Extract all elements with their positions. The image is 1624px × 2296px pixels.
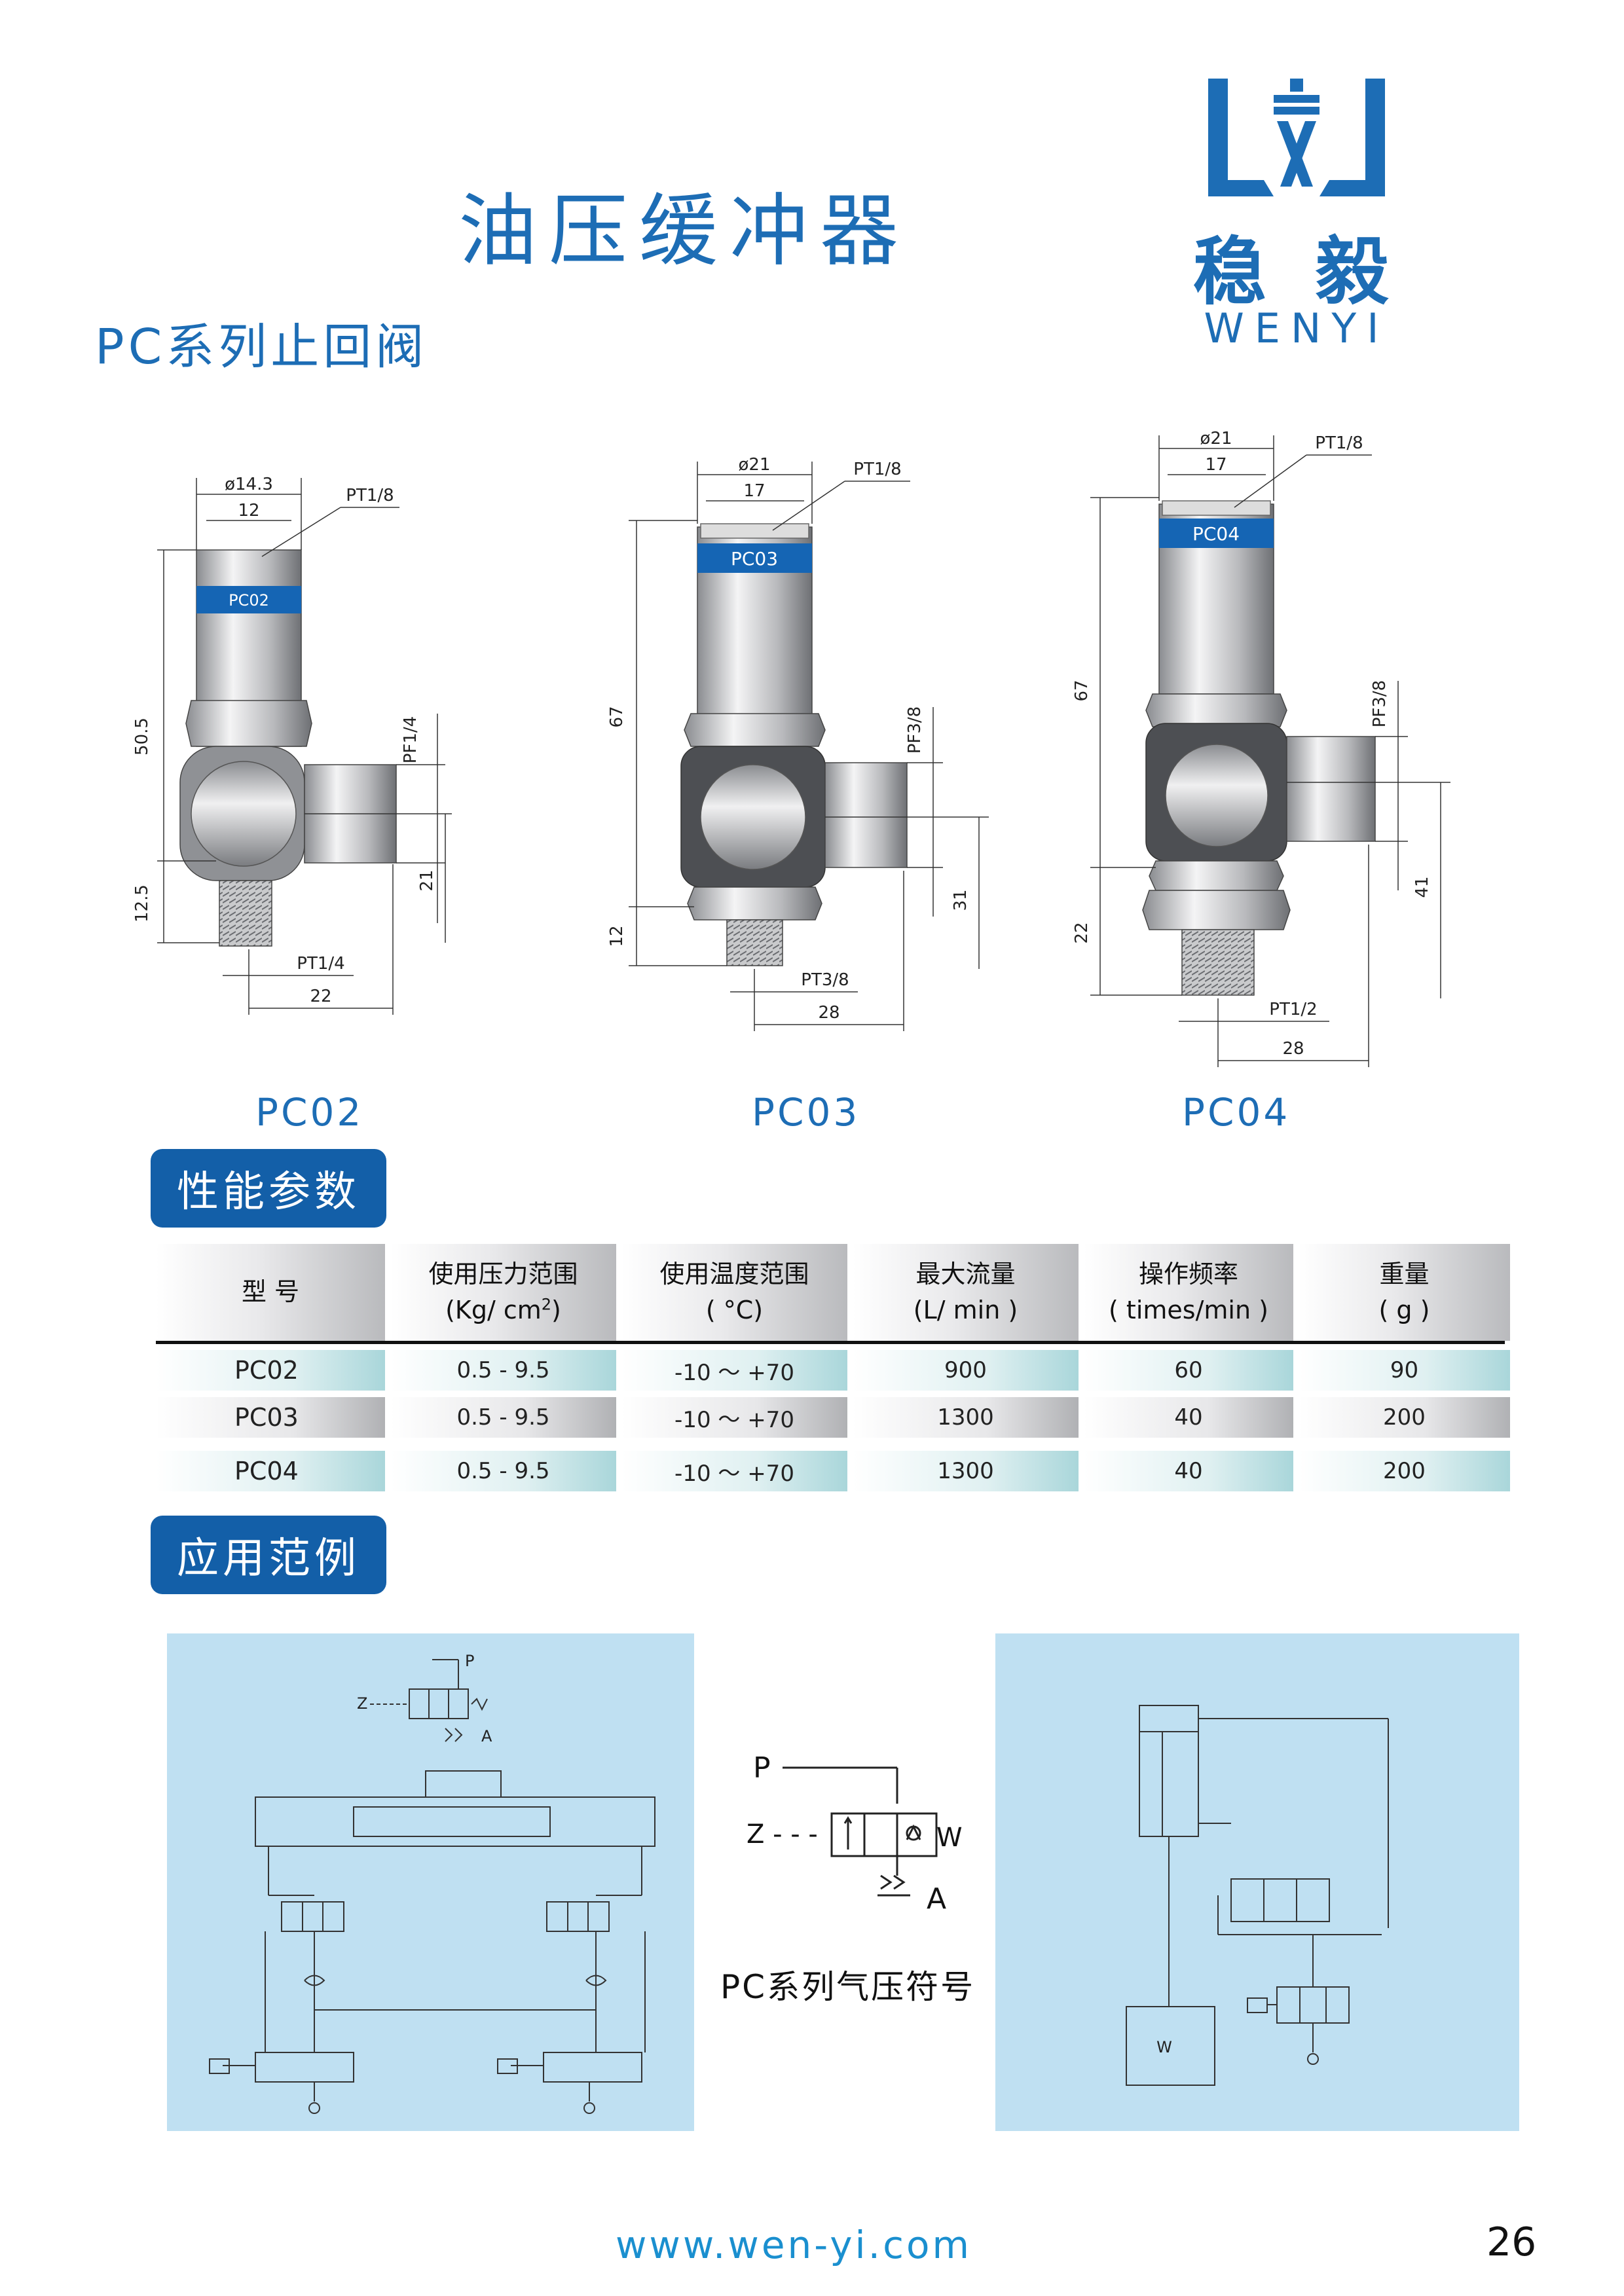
symbol-label-z: Z - - - (747, 1819, 818, 1850)
symbol-label-p: P (753, 1751, 771, 1785)
application-section-tab: 应用范例 (151, 1516, 386, 1594)
pc-pneumatic-symbol: P Z - - - W A (747, 1751, 963, 1916)
pc04-band-label: PC04 (1192, 523, 1240, 545)
cell-temperature: -10 ～ +70 (621, 1451, 847, 1491)
page-subtitle: PC系列止回阀 (95, 319, 428, 375)
cell-temperature: -10 ～ +70 (621, 1397, 847, 1438)
pc03-dia-outer: ø21 (739, 455, 771, 475)
cell-model: PC04 (156, 1451, 385, 1491)
table-divider (156, 1341, 1505, 1344)
symbol-label-a: A (927, 1882, 946, 1916)
left-label-a: A (481, 1727, 492, 1745)
cell-model: PC03 (156, 1397, 385, 1438)
footer-website[interactable]: www.wen-yi.com (616, 2223, 972, 2267)
brand-name-cn: 稳 毅 (1192, 230, 1401, 315)
pc03-height-main: 67 (607, 706, 627, 727)
logo-mark-icon (1208, 79, 1385, 196)
pc04-width: 28 (1282, 1039, 1304, 1059)
product-drawings: PC02 ø14.3 12 PT1/8 50.5 12.5 PF1/4 21 P… (132, 429, 1450, 1067)
cell-flow: 1300 (853, 1397, 1079, 1438)
pc02-height-main: 50.5 (132, 718, 152, 756)
header-weight: 重量( g ) (1299, 1244, 1510, 1341)
pc02-dia-outer: ø14.3 (225, 475, 273, 494)
pc02-port-side: PF1/4 (401, 716, 420, 763)
left-label-z: Z (357, 1694, 367, 1713)
header-frequency: 操作频率( times/min ) (1084, 1244, 1293, 1341)
cell-frequency: 40 (1084, 1397, 1293, 1438)
pc02-band-label: PC02 (229, 591, 269, 610)
cell-pressure: 0.5 - 9.5 (390, 1451, 616, 1491)
header-flow: 最大流量(L/ min ) (853, 1244, 1079, 1341)
pc03-port-top: PT1/8 (853, 460, 901, 479)
pc02-height-bottom: 12.5 (132, 884, 152, 922)
right-label-w: W (1156, 2038, 1172, 2056)
cell-weight: 90 (1299, 1350, 1510, 1391)
page-number: 26 (1486, 2219, 1537, 2265)
cell-weight: 200 (1299, 1397, 1510, 1438)
symbol-caption: PC系列气压符号 (720, 1968, 976, 2006)
pc03-height-bottom: 12 (607, 925, 627, 947)
wenyi-logo: 稳 毅 WENYI (1189, 65, 1405, 354)
page-title: 油压缓冲器 (458, 186, 910, 277)
spec-table: 型 号 使用压力范围(Kg/ cm2) 使用温度范围( °C) 最大流量(L/ … (156, 1244, 1510, 1491)
pc03-dia-inner: 17 (743, 481, 765, 501)
spec-row-pc03: PC03 0.5 - 9.5 -10 ～ +70 1300 40 200 (156, 1397, 1510, 1438)
application-diagram-left: P Z A (167, 1633, 694, 2131)
pc02-port-top: PT1/8 (346, 486, 394, 505)
header-temperature: 使用温度范围( °C) (621, 1244, 847, 1341)
cell-frequency: 40 (1084, 1451, 1293, 1491)
spec-row-pc02: PC02 0.5 - 9.5 -10 ～ +70 900 60 90 (156, 1350, 1510, 1391)
header-pressure: 使用压力范围(Kg/ cm2) (390, 1244, 616, 1341)
pc02-port-bottom: PT1/4 (297, 954, 344, 974)
brand-name-en: WENYI (1204, 304, 1390, 352)
cell-frequency: 60 (1084, 1350, 1293, 1391)
application-diagram-right: W (995, 1633, 1519, 2131)
pc03-width: 28 (818, 1003, 840, 1023)
pc04-dia-outer: ø21 (1200, 429, 1232, 448)
left-label-p: P (465, 1652, 474, 1670)
pc04-side-height: 41 (1412, 876, 1432, 898)
cell-flow: 1300 (853, 1451, 1079, 1491)
header-model: 型 号 (156, 1244, 385, 1341)
spec-row-pc04: PC04 0.5 - 9.5 -10 ～ +70 1300 40 200 (156, 1451, 1510, 1491)
pc02-caption: PC02 (255, 1090, 364, 1135)
pc03-caption: PC03 (752, 1090, 860, 1135)
pc02-width: 22 (310, 987, 331, 1006)
pc04-caption: PC04 (1182, 1090, 1291, 1135)
pc02-side-height: 21 (417, 869, 437, 891)
pc04-drawing: PC04 ø21 17 PT1/8 67 22 PF3/8 41 PT1/2 2… (1072, 429, 1450, 1067)
pc02-drawing: PC02 ø14.3 12 PT1/8 50.5 12.5 PF1/4 21 P… (132, 475, 452, 1015)
cell-temperature: -10 ～ +70 (621, 1350, 847, 1391)
pc03-side-height: 31 (951, 889, 970, 911)
pc04-port-top: PT1/8 (1315, 433, 1363, 453)
symbol-label-w: W (936, 1823, 963, 1853)
pc03-port-bottom: PT3/8 (801, 970, 849, 990)
cell-pressure: 0.5 - 9.5 (390, 1397, 616, 1438)
pc03-band-label: PC03 (731, 548, 778, 570)
pc04-dia-inner: 17 (1205, 455, 1227, 475)
pc03-port-side: PF3/8 (905, 706, 925, 754)
cell-pressure: 0.5 - 9.5 (390, 1350, 616, 1391)
spec-header-row: 型 号 使用压力范围(Kg/ cm2) 使用温度范围( °C) 最大流量(L/ … (156, 1244, 1510, 1341)
performance-section-tab: 性能参数 (151, 1149, 386, 1228)
pc04-port-side: PF3/8 (1370, 680, 1390, 727)
pc04-port-bottom: PT1/2 (1269, 1000, 1317, 1019)
pc04-height-main: 67 (1072, 680, 1092, 701)
cell-model: PC02 (156, 1350, 385, 1391)
cell-weight: 200 (1299, 1451, 1510, 1491)
pc02-dia-inner: 12 (238, 501, 259, 520)
pc04-height-bottom: 22 (1072, 922, 1092, 943)
cell-flow: 900 (853, 1350, 1079, 1391)
pc03-drawing: PC03 ø21 17 PT1/8 67 12 PF3/8 31 PT3/8 2… (607, 455, 989, 1031)
